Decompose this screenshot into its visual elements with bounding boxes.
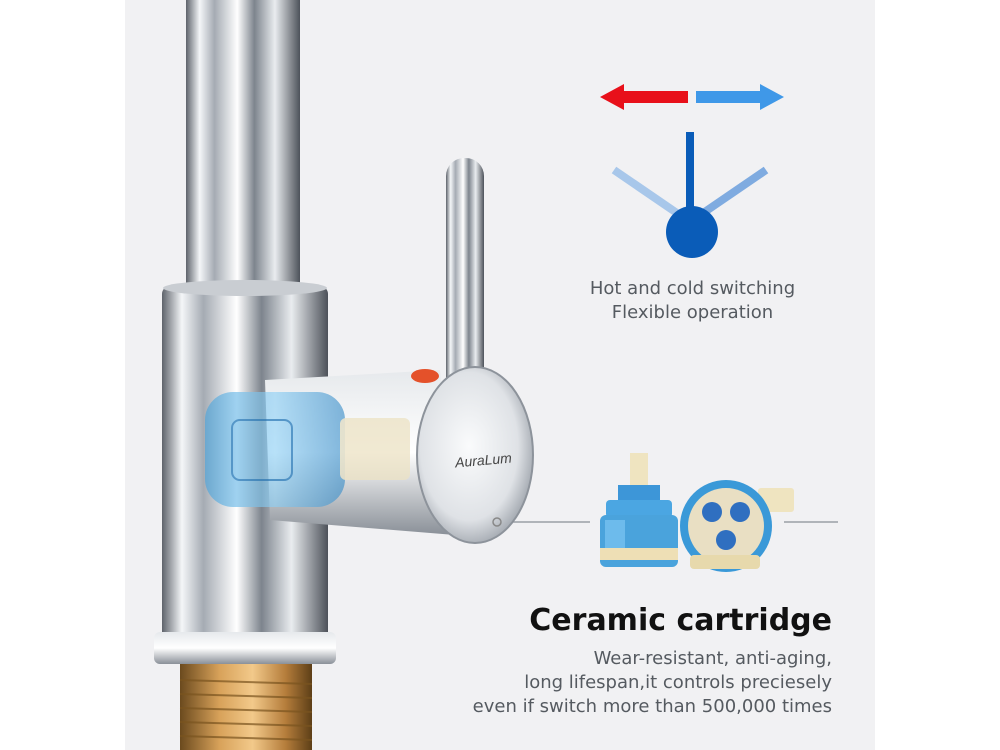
faucet-spout xyxy=(186,0,300,300)
cartridge-desc-line3: even if switch more than 500,000 times xyxy=(472,696,832,717)
faucet-base-ring xyxy=(154,632,336,664)
hot-indicator xyxy=(411,369,439,383)
handle-cap xyxy=(416,366,534,544)
lever-pivot xyxy=(666,206,718,258)
hot-cold-arrows xyxy=(600,84,784,110)
handle-lever xyxy=(446,158,484,398)
switching-caption-line2: Flexible operation xyxy=(611,302,774,323)
lever-diagram xyxy=(611,132,769,258)
cartridge-desc-line1: Wear-resistant, anti-aging, xyxy=(593,648,832,669)
hot-arrow-head xyxy=(600,84,624,110)
cartridge-desc-line2: long lifespan,it controls preciesely xyxy=(524,672,832,693)
cartridge-cutaway xyxy=(205,392,410,507)
cartridge-bottom-view xyxy=(680,480,794,572)
cartridge-title: Ceramic cartridge xyxy=(529,603,832,638)
cold-arrow-head xyxy=(760,84,784,110)
switching-caption-line1: Hot and cold switching xyxy=(589,278,796,299)
cartridge-side-view xyxy=(600,453,678,567)
